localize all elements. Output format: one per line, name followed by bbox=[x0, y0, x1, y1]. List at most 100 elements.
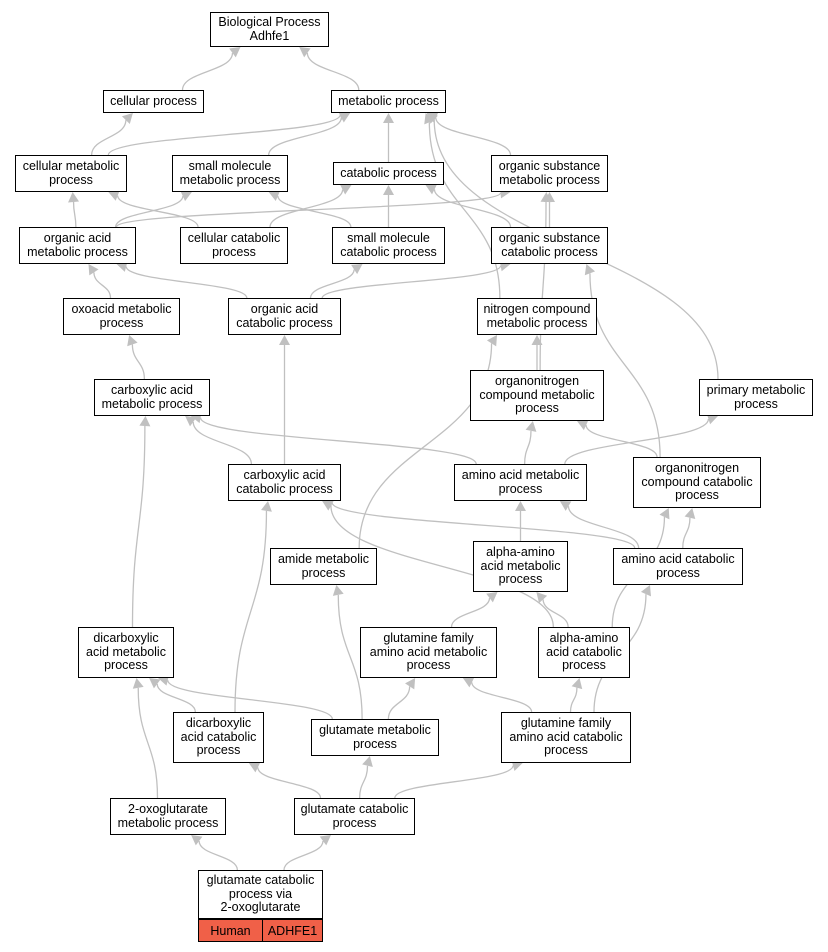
relation-edge bbox=[331, 502, 636, 549]
arrow-head bbox=[486, 335, 497, 347]
relation-edge bbox=[181, 52, 234, 91]
relation-edge bbox=[564, 418, 710, 465]
go-term-node[interactable]: primary metabolic process bbox=[699, 379, 813, 416]
go-term-node[interactable]: Biological Process Adhfe1 bbox=[210, 12, 329, 47]
relation-edge bbox=[131, 344, 146, 380]
relation-edge bbox=[682, 517, 691, 549]
go-term-node[interactable]: cellular metabolic process bbox=[15, 155, 127, 192]
arrow-head bbox=[559, 501, 572, 511]
go-term-node[interactable]: alpha-amino acid metabolic process bbox=[473, 541, 568, 592]
relation-edge bbox=[198, 840, 239, 871]
arrow-head bbox=[577, 420, 589, 431]
arrow-head bbox=[185, 416, 197, 427]
go-term-node[interactable]: 2-oxoglutarate metabolic process bbox=[110, 798, 226, 835]
go-term-node[interactable]: small molecule catabolic process bbox=[332, 227, 445, 264]
arrow-head bbox=[540, 192, 552, 203]
arrow-head bbox=[486, 592, 498, 603]
go-term-node[interactable]: dicarboxylic acid catabolic process bbox=[173, 712, 264, 763]
relation-edge bbox=[306, 52, 360, 91]
arrow-head bbox=[332, 585, 344, 596]
arrow-head bbox=[279, 335, 290, 345]
go-term-node[interactable]: glutamine family amino acid metabolic pr… bbox=[360, 627, 497, 678]
go-term-node[interactable]: small molecule metabolic process bbox=[172, 155, 288, 192]
arrow-head bbox=[108, 190, 120, 201]
relation-edge bbox=[309, 269, 355, 299]
arrow-head bbox=[229, 47, 241, 58]
go-term-node[interactable]: organic substance catabolic process bbox=[491, 227, 608, 264]
annotation-legend: Human ADHFE1 bbox=[198, 919, 323, 942]
relation-edge bbox=[471, 682, 533, 713]
go-term-node[interactable]: organonitrogen compound metabolic proces… bbox=[470, 370, 604, 421]
go-term-node[interactable]: organic acid metabolic process bbox=[19, 227, 136, 264]
go-term-node[interactable]: organic substance metabolic process bbox=[491, 155, 608, 192]
relation-edge bbox=[192, 421, 253, 465]
relation-edge bbox=[283, 840, 324, 871]
relation-edge bbox=[277, 195, 352, 228]
relation-edge bbox=[137, 687, 159, 799]
relation-edge bbox=[268, 117, 342, 156]
arrow-head bbox=[462, 677, 475, 688]
go-term-node[interactable]: glutamine family amino acid catabolic pr… bbox=[501, 712, 631, 763]
species-cell: Human bbox=[198, 919, 262, 942]
arrow-head bbox=[426, 113, 438, 124]
go-term-node[interactable]: catabolic process bbox=[333, 162, 444, 185]
relation-edge bbox=[569, 687, 578, 713]
go-term-node[interactable]: glutamate metabolic process bbox=[311, 719, 439, 756]
go-term-node[interactable]: dicarboxylic acid metabolic process bbox=[78, 627, 174, 678]
relation-edge bbox=[90, 120, 127, 156]
arrow-head bbox=[132, 678, 144, 689]
relation-edge bbox=[321, 265, 502, 299]
go-term-node[interactable]: glutamate catabolic process via 2-oxoglu… bbox=[198, 870, 323, 919]
arrow-head bbox=[536, 592, 548, 604]
relation-edge bbox=[523, 430, 532, 465]
arrow-head bbox=[383, 185, 394, 195]
arrow-head bbox=[139, 416, 151, 427]
arrow-head bbox=[351, 264, 363, 275]
relation-edge bbox=[107, 114, 341, 156]
arrow-head bbox=[322, 500, 334, 511]
arrow-head bbox=[425, 184, 437, 195]
arrow-head bbox=[88, 264, 99, 276]
go-term-node[interactable]: metabolic process bbox=[331, 90, 446, 113]
relation-edge bbox=[269, 189, 344, 228]
relation-edge bbox=[337, 594, 363, 720]
go-term-node[interactable]: organic acid catabolic process bbox=[228, 298, 341, 335]
go-term-node[interactable]: carboxylic acid catabolic process bbox=[228, 464, 341, 501]
arrow-head bbox=[706, 413, 718, 425]
go-term-node[interactable]: cellular catabolic process bbox=[180, 227, 288, 264]
go-term-node[interactable]: oxoacid metabolic process bbox=[63, 298, 180, 335]
go-term-node[interactable]: organonitrogen compound catabolic proces… bbox=[633, 457, 761, 508]
arrow-head bbox=[268, 190, 281, 201]
arrow-head bbox=[261, 501, 272, 512]
go-term-node[interactable]: alpha-amino acid catabolic process bbox=[538, 627, 630, 678]
relation-edge bbox=[257, 767, 322, 799]
relation-edge bbox=[116, 195, 199, 228]
go-term-node[interactable]: carboxylic acid metabolic process bbox=[94, 379, 210, 416]
arrow-head bbox=[525, 421, 537, 432]
relation-edge bbox=[234, 510, 268, 713]
go-term-node[interactable]: glutamate catabolic process bbox=[294, 798, 415, 835]
go-term-node[interactable]: amino acid catabolic process bbox=[613, 548, 743, 585]
go-term-node[interactable]: nitrogen compound metabolic process bbox=[477, 298, 597, 335]
arrow-head bbox=[319, 835, 331, 846]
relation-edge bbox=[358, 765, 369, 799]
go-term-node[interactable]: cellular process bbox=[103, 90, 204, 113]
relation-edge bbox=[199, 417, 477, 465]
relation-edge bbox=[567, 505, 640, 549]
relation-edge bbox=[433, 189, 512, 228]
relation-edge bbox=[435, 117, 512, 156]
arrow-head bbox=[149, 678, 161, 689]
relation-edge bbox=[93, 272, 112, 299]
arrow-head bbox=[127, 335, 138, 347]
go-term-node[interactable]: amino acid metabolic process bbox=[454, 464, 587, 501]
arrow-head bbox=[531, 335, 543, 345]
arrow-head bbox=[338, 112, 351, 123]
arrow-head bbox=[383, 113, 394, 123]
arrow-head bbox=[362, 756, 373, 768]
gene-cell: ADHFE1 bbox=[262, 919, 323, 942]
go-term-node[interactable]: amide metabolic process bbox=[270, 548, 377, 585]
arrow-head bbox=[191, 835, 203, 846]
arrow-head bbox=[121, 113, 133, 124]
arrow-head bbox=[584, 264, 596, 276]
